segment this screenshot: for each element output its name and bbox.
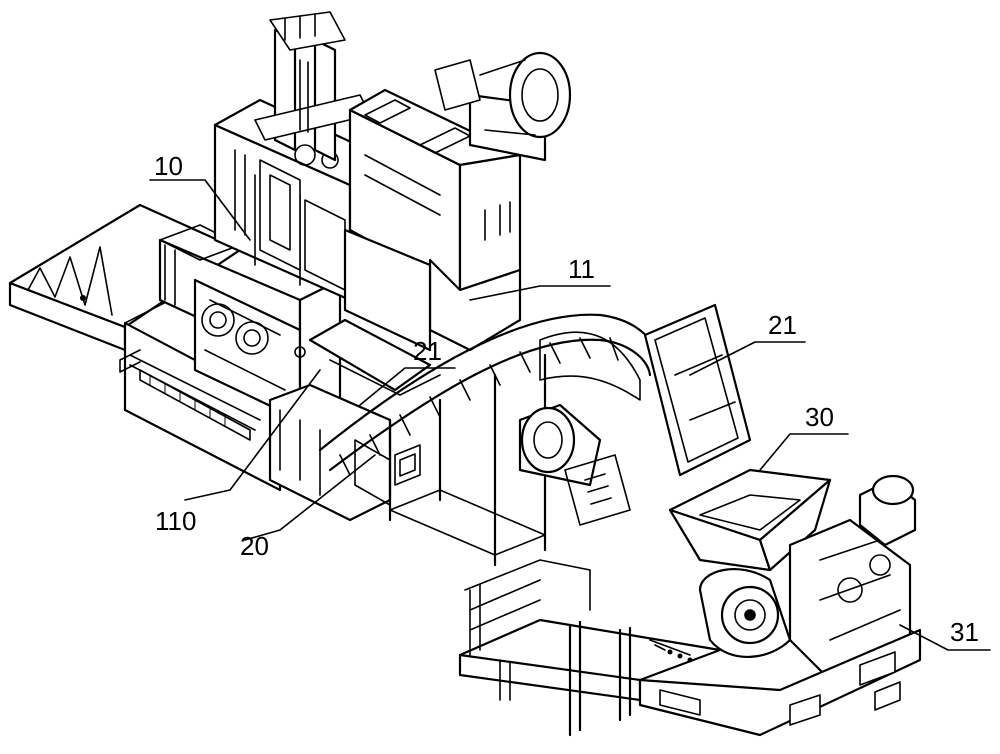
label-21-left: 21 bbox=[413, 336, 442, 366]
label-21-right: 21 bbox=[768, 310, 797, 340]
label-110: 110 bbox=[155, 506, 196, 536]
middle-motor bbox=[520, 405, 630, 525]
label-11: 11 bbox=[568, 254, 595, 284]
label-10: 10 bbox=[154, 151, 183, 181]
label-30: 30 bbox=[805, 402, 834, 432]
leader-30 bbox=[760, 434, 848, 470]
hopper-lid bbox=[645, 305, 750, 475]
label-31: 31 bbox=[950, 617, 979, 647]
label-20: 20 bbox=[240, 531, 269, 561]
